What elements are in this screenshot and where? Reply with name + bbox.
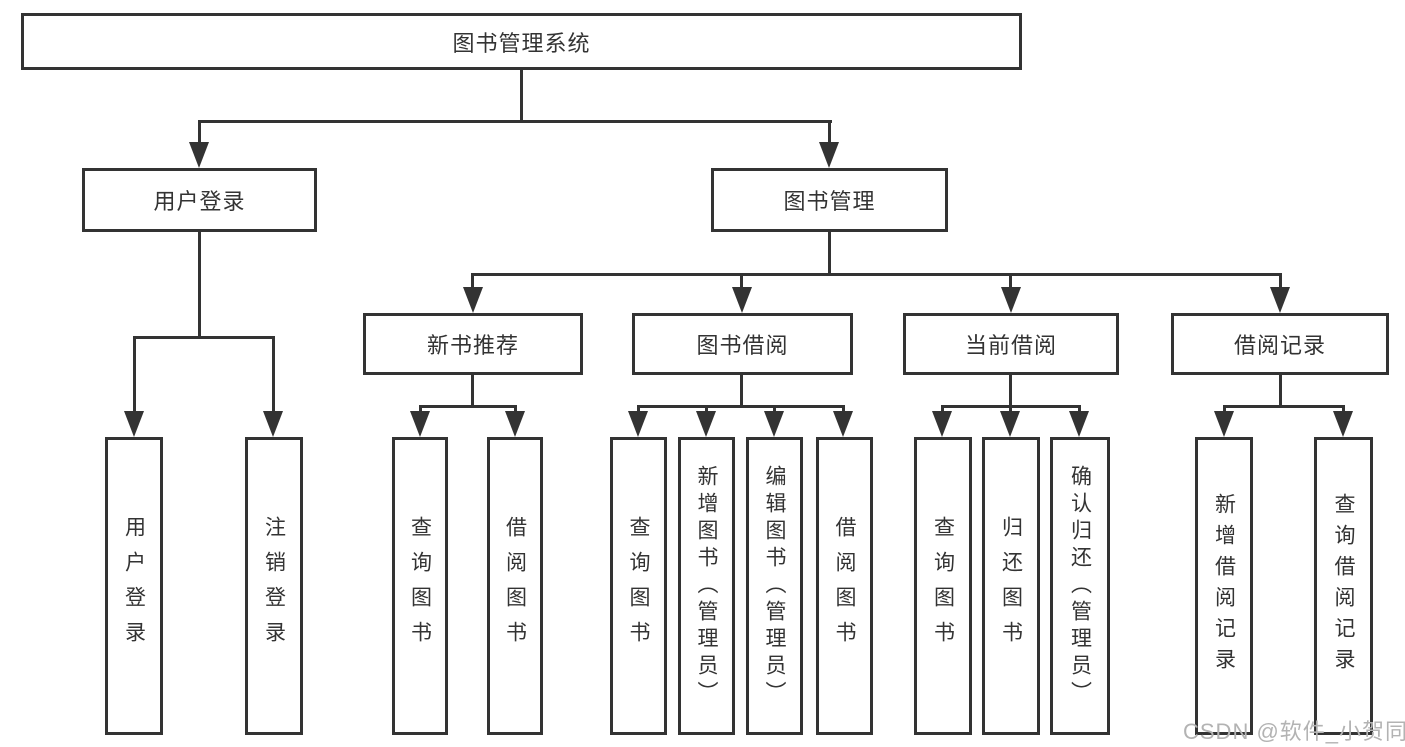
node-leaf-bb-query-label: 查询图书 — [627, 516, 650, 656]
arrowhead-nbr-borrow — [505, 411, 525, 437]
node-borrow-record-label: 借阅记录 — [1233, 333, 1326, 358]
arrowhead-new-book-rec — [463, 287, 483, 313]
connector-root-stem — [520, 69, 523, 120]
arrowhead-leaf-user-login — [124, 411, 144, 437]
connector-to-book-borrow — [740, 273, 743, 289]
node-leaf-bb-add: 新增图书（管理员） — [678, 437, 735, 735]
connector-to-borrow-record — [1279, 273, 1282, 289]
arrowhead-br-query — [1333, 411, 1353, 437]
node-leaf-cb-return: 归还图书 — [982, 437, 1040, 735]
arrowhead-br-add — [1214, 411, 1234, 437]
arrowhead-book-borrow — [732, 287, 752, 313]
node-leaf-user-login-label: 用户登录 — [122, 516, 146, 656]
arrowhead-bb-add — [696, 411, 716, 437]
node-book-borrow: 图书借阅 — [632, 313, 853, 375]
node-book-borrow-label: 图书借阅 — [696, 333, 789, 358]
node-leaf-cb-confirm: 确认归还（管理员） — [1050, 437, 1110, 735]
node-new-book-rec-label: 新书推荐 — [426, 333, 519, 358]
node-leaf-nbr-query-label: 查询图书 — [408, 516, 432, 656]
connector-to-nbr-query — [419, 405, 422, 413]
connector-to-cb-return — [1009, 405, 1012, 413]
node-leaf-bb-query: 查询图书 — [610, 437, 667, 735]
node-book-mgmt-label: 图书管理 — [783, 189, 876, 214]
node-leaf-cb-return-label: 归还图书 — [999, 516, 1023, 656]
node-leaf-bb-borrow: 借阅图书 — [816, 437, 873, 735]
arrowhead-book-mgmt — [819, 142, 839, 168]
node-leaf-bb-add-label: 新增图书（管理员） — [695, 464, 718, 708]
connector-borrow-record-stem — [1279, 375, 1282, 405]
connector-to-current-borrow — [1009, 273, 1012, 289]
node-leaf-br-query: 查询借阅记录 — [1314, 437, 1373, 735]
node-leaf-nbr-borrow: 借阅图书 — [487, 437, 543, 735]
connector-to-new-book-rec — [471, 273, 474, 289]
node-leaf-cb-query-label: 查询图书 — [931, 516, 955, 656]
connector-to-bb-edit — [773, 405, 776, 413]
node-leaf-logout-label: 注销登录 — [262, 516, 286, 656]
connector-root-branch — [198, 120, 832, 123]
node-leaf-br-add-label: 新增借阅记录 — [1212, 493, 1236, 679]
connector-to-nbr-borrow — [514, 405, 517, 413]
arrowhead-nbr-query — [410, 411, 430, 437]
node-current-borrow: 当前借阅 — [903, 313, 1119, 375]
arrowhead-user-login — [189, 142, 209, 168]
csdn-watermark: CSDN @软件_小贺同学 — [1183, 719, 1405, 744]
node-leaf-cb-confirm-label: 确认归还（管理员） — [1068, 464, 1092, 708]
node-leaf-bb-edit-label: 编辑图书（管理员） — [763, 464, 786, 708]
connector-to-leaf-logout — [272, 336, 275, 413]
arrowhead-bb-edit — [764, 411, 784, 437]
connector-book-mgmt-branch — [471, 273, 1281, 276]
connector-to-cb-confirm — [1078, 405, 1081, 413]
connector-book-borrow-branch — [637, 405, 845, 408]
node-user-login-label: 用户登录 — [153, 189, 246, 214]
connector-new-book-rec-branch — [419, 405, 517, 408]
connector-to-bb-query — [637, 405, 640, 413]
node-new-book-rec: 新书推荐 — [363, 313, 583, 375]
arrowhead-borrow-record — [1270, 287, 1290, 313]
connector-root-to-user-login — [198, 120, 201, 144]
node-current-borrow-label: 当前借阅 — [964, 333, 1057, 358]
node-leaf-br-query-label: 查询借阅记录 — [1332, 493, 1355, 679]
arrowhead-cb-query — [932, 411, 952, 437]
node-leaf-bb-edit: 编辑图书（管理员） — [746, 437, 803, 735]
connector-to-leaf-user-login — [133, 336, 136, 413]
connector-to-bb-add — [705, 405, 708, 413]
arrowhead-bb-borrow — [833, 411, 853, 437]
node-user-login: 用户登录 — [82, 168, 317, 232]
connector-current-borrow-stem — [1009, 375, 1012, 405]
connector-book-mgmt-stem — [828, 232, 831, 273]
node-leaf-bb-borrow-label: 借阅图书 — [833, 516, 856, 656]
connector-borrow-record-branch — [1223, 405, 1345, 408]
node-root-system: 图书管理系统 — [21, 13, 1022, 70]
connector-to-cb-query — [941, 405, 944, 413]
connector-book-borrow-stem — [740, 375, 743, 405]
node-leaf-logout: 注销登录 — [245, 437, 303, 735]
arrowhead-cb-confirm — [1069, 411, 1089, 437]
connector-user-login-branch — [133, 336, 275, 339]
connector-user-login-stem — [198, 232, 201, 336]
node-book-mgmt: 图书管理 — [711, 168, 948, 232]
arrowhead-cb-return — [1000, 411, 1020, 437]
node-leaf-br-add: 新增借阅记录 — [1195, 437, 1253, 735]
connector-root-to-book-mgmt — [828, 120, 831, 144]
arrowhead-leaf-logout — [263, 411, 283, 437]
arrowhead-current-borrow — [1001, 287, 1021, 313]
node-leaf-nbr-query: 查询图书 — [392, 437, 448, 735]
node-leaf-nbr-borrow-label: 借阅图书 — [503, 516, 527, 656]
node-leaf-cb-query: 查询图书 — [914, 437, 972, 735]
connector-new-book-rec-stem — [471, 375, 474, 405]
connector-to-bb-borrow — [842, 405, 845, 413]
node-root-system-label: 图书管理系统 — [452, 30, 591, 56]
connector-to-br-add — [1223, 405, 1226, 413]
arrowhead-bb-query — [628, 411, 648, 437]
connector-to-br-query — [1342, 405, 1345, 413]
node-leaf-user-login: 用户登录 — [105, 437, 163, 735]
node-borrow-record: 借阅记录 — [1171, 313, 1389, 375]
